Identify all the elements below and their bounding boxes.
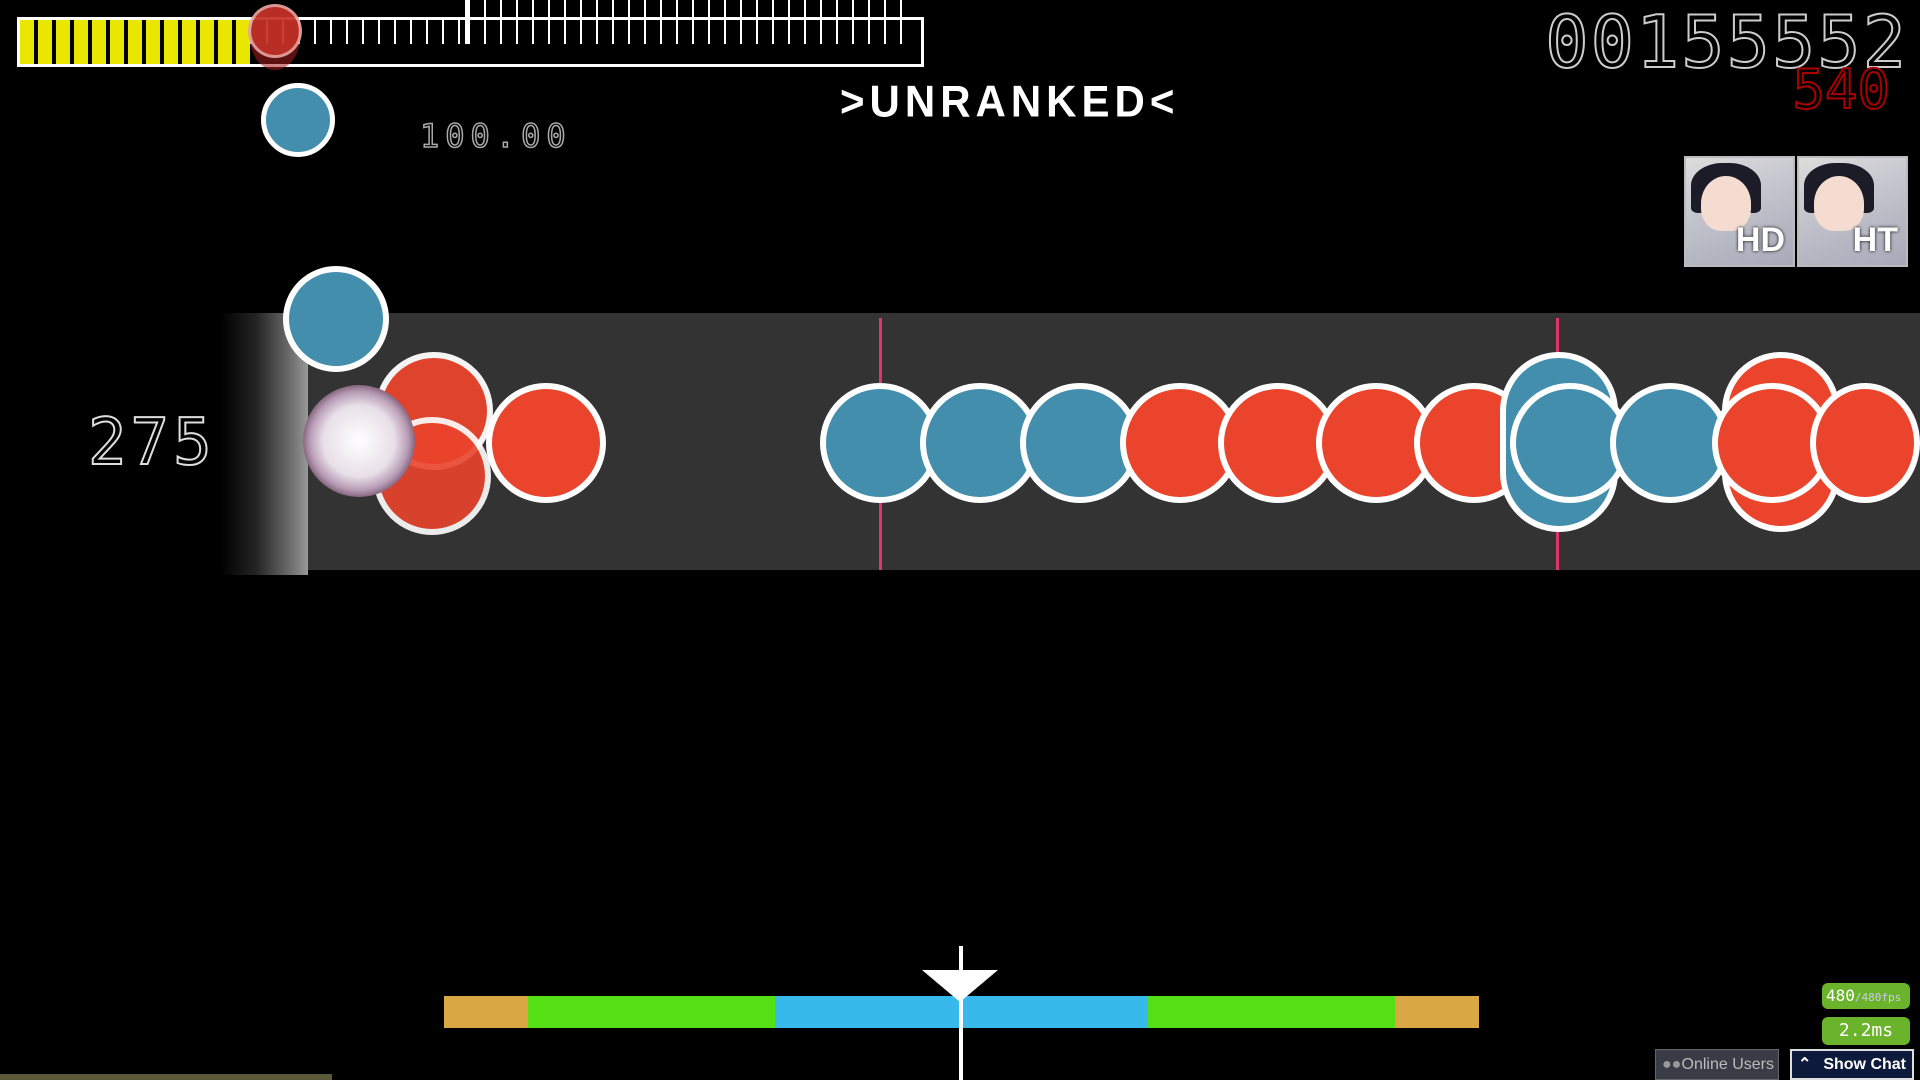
hit-error-segment — [1147, 996, 1395, 1028]
hit-error-arrow-icon — [922, 970, 998, 1002]
mod-label: HD — [1735, 221, 1785, 259]
max-combo-display: 540 — [1791, 57, 1891, 122]
fps-max: /480fps — [1854, 991, 1902, 1004]
hit-error-center-line — [959, 946, 963, 1080]
health-bar-marker — [248, 4, 302, 58]
show-chat-button[interactable]: ⌃ Show Chat — [1790, 1049, 1914, 1080]
chevron-up-icon: ⌃ — [1798, 1056, 1812, 1073]
mod-icon-halftime: HT — [1797, 156, 1908, 267]
online-users-button[interactable]: ●● Online Users — [1655, 1049, 1779, 1080]
mod-label: HT — [1852, 221, 1898, 259]
kat-note-bounce — [283, 266, 389, 372]
hit-target — [303, 385, 415, 497]
unranked-label: >UNRANKED< — [840, 76, 1180, 127]
online-users-label: Online Users — [1681, 1056, 1774, 1073]
song-progress-bar — [0, 1074, 332, 1080]
score-display: 00155552 — [1544, 0, 1908, 85]
kat-note — [1610, 383, 1730, 503]
don-note — [1316, 383, 1436, 503]
don-note — [486, 383, 606, 503]
fps-value: 480 — [1826, 986, 1855, 1005]
fps-counter: 480/480fps — [1822, 983, 1910, 1009]
kat-note — [820, 383, 940, 503]
latency-counter: 2.2ms — [1822, 1017, 1910, 1045]
mod-icon-hidden: HD — [1684, 156, 1795, 267]
health-bar-ticks-large — [465, 0, 908, 44]
hit-error-segment — [528, 996, 775, 1028]
hit-error-segment — [444, 996, 529, 1028]
combo-counter: 275 — [87, 405, 216, 481]
accuracy-display: 100.00 — [419, 116, 572, 156]
show-chat-label: Show Chat — [1823, 1056, 1906, 1073]
health-bar-fill — [20, 20, 255, 64]
hit-error-segment — [1394, 996, 1479, 1028]
don-note — [1120, 383, 1240, 503]
hit-error-meter — [444, 996, 1479, 1028]
users-icon: ●● — [1662, 1056, 1682, 1073]
drum-area — [220, 313, 308, 575]
don-note — [1810, 383, 1920, 503]
kat-indicator-icon — [261, 83, 335, 157]
